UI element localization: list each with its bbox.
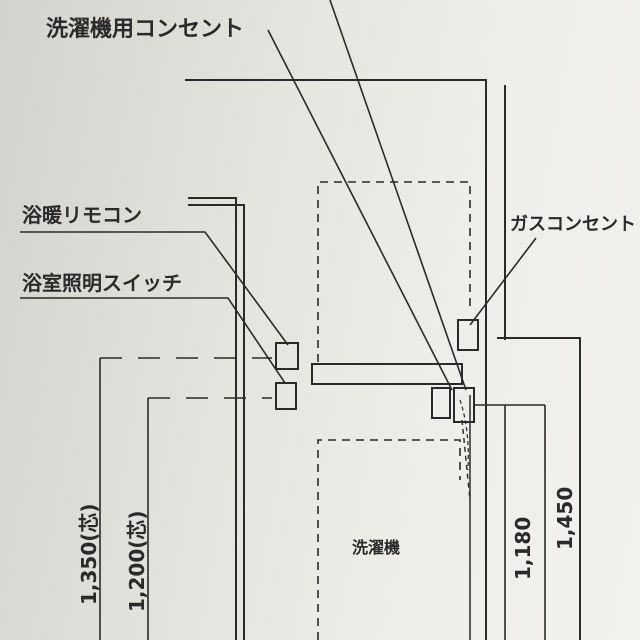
wall-left-outer	[188, 197, 237, 640]
washer-hose	[461, 419, 471, 501]
label-bath-remote: 浴暖リモコン	[22, 203, 142, 227]
shelf	[311, 363, 463, 385]
gas-outlet-box	[457, 319, 479, 351]
label-gas-outlet: ガスコンセント	[510, 214, 636, 235]
leader-gas-outlet	[469, 237, 537, 326]
dim-1450: 1,450	[553, 487, 577, 550]
washer-outline	[317, 439, 461, 640]
wall-right-room	[497, 337, 581, 640]
washer-outlet-box-1	[431, 387, 451, 419]
label-washer: 洗濯機	[352, 538, 400, 557]
leader-bath-remote	[20, 231, 289, 346]
dim-1200: 1,200(芯)	[125, 510, 149, 612]
dim-1180: 1,180	[511, 517, 535, 580]
label-washer-outlet: 洗濯機用コンセント	[46, 17, 244, 42]
leader-washer-outlet-a	[267, 29, 453, 391]
leader-washer-outlet-b	[329, 0, 467, 391]
gas-hose	[459, 399, 469, 471]
wall-top-line	[185, 79, 487, 640]
wall-left-inner	[188, 204, 245, 640]
leader-light-switch	[20, 297, 286, 384]
bath-remote-box	[275, 342, 299, 370]
light-switch-box	[275, 382, 297, 410]
dim-1350: 1,350(芯)	[77, 503, 101, 605]
label-bath-light-switch: 浴室照明スイッチ	[22, 271, 182, 295]
